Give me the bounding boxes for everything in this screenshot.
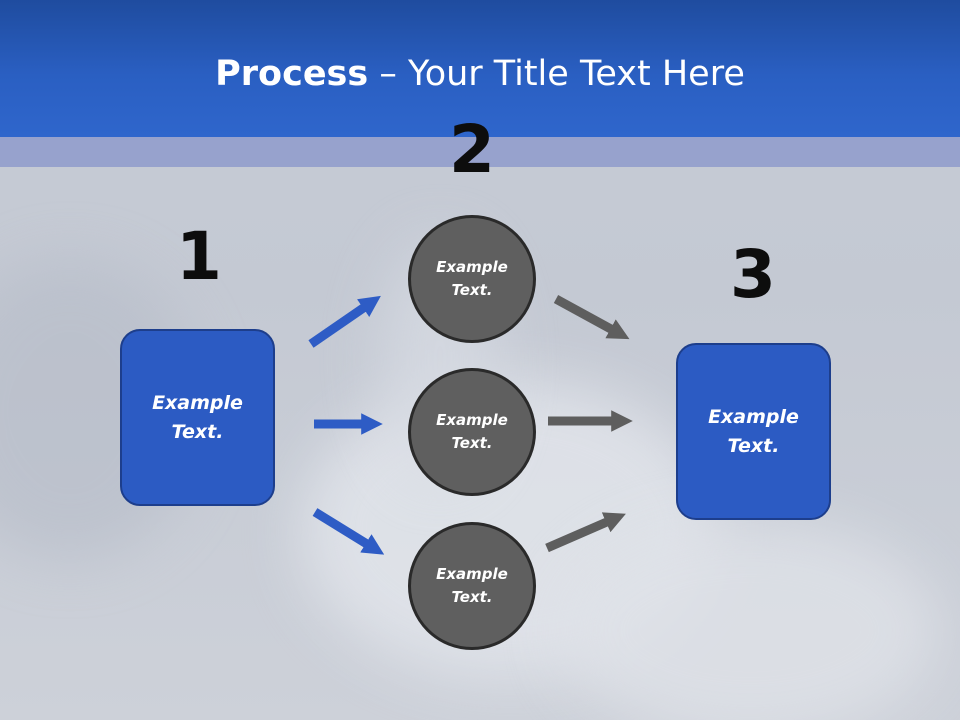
title-banner-strip [0,137,960,167]
step-number-3: 3 [730,236,776,313]
step-number-1: 1 [176,218,222,295]
arrow-2-top-to-3 [553,295,630,340]
step-2-circle-bottom-text: Example Text. [436,565,508,606]
arrow-2-bottom-to-3 [545,512,626,553]
step-2-circle-top: Example Text. [408,215,536,343]
step-1-text: Example Text. [152,391,243,443]
arrow-1-to-2-bottom [312,508,385,555]
step-number-2: 2 [449,111,495,188]
title-banner [0,0,960,137]
step-2-circle-middle: Example Text. [408,368,536,496]
step-2-circle-bottom: Example Text. [408,522,536,650]
step-3-text: Example Text. [708,405,799,457]
title-bold: Process [215,54,369,94]
step-3-box: Example Text. [676,343,831,520]
arrow-1-to-2-top [308,295,381,348]
background-shape [560,520,940,720]
step-1-box: Example Text. [120,329,275,506]
step-2-circle-top-text: Example Text. [436,258,508,299]
title-rest: – Your Title Text Here [368,54,745,94]
step-2-circle-middle-text: Example Text. [436,411,508,452]
slide-title: Process – Your Title Text Here [0,52,960,96]
